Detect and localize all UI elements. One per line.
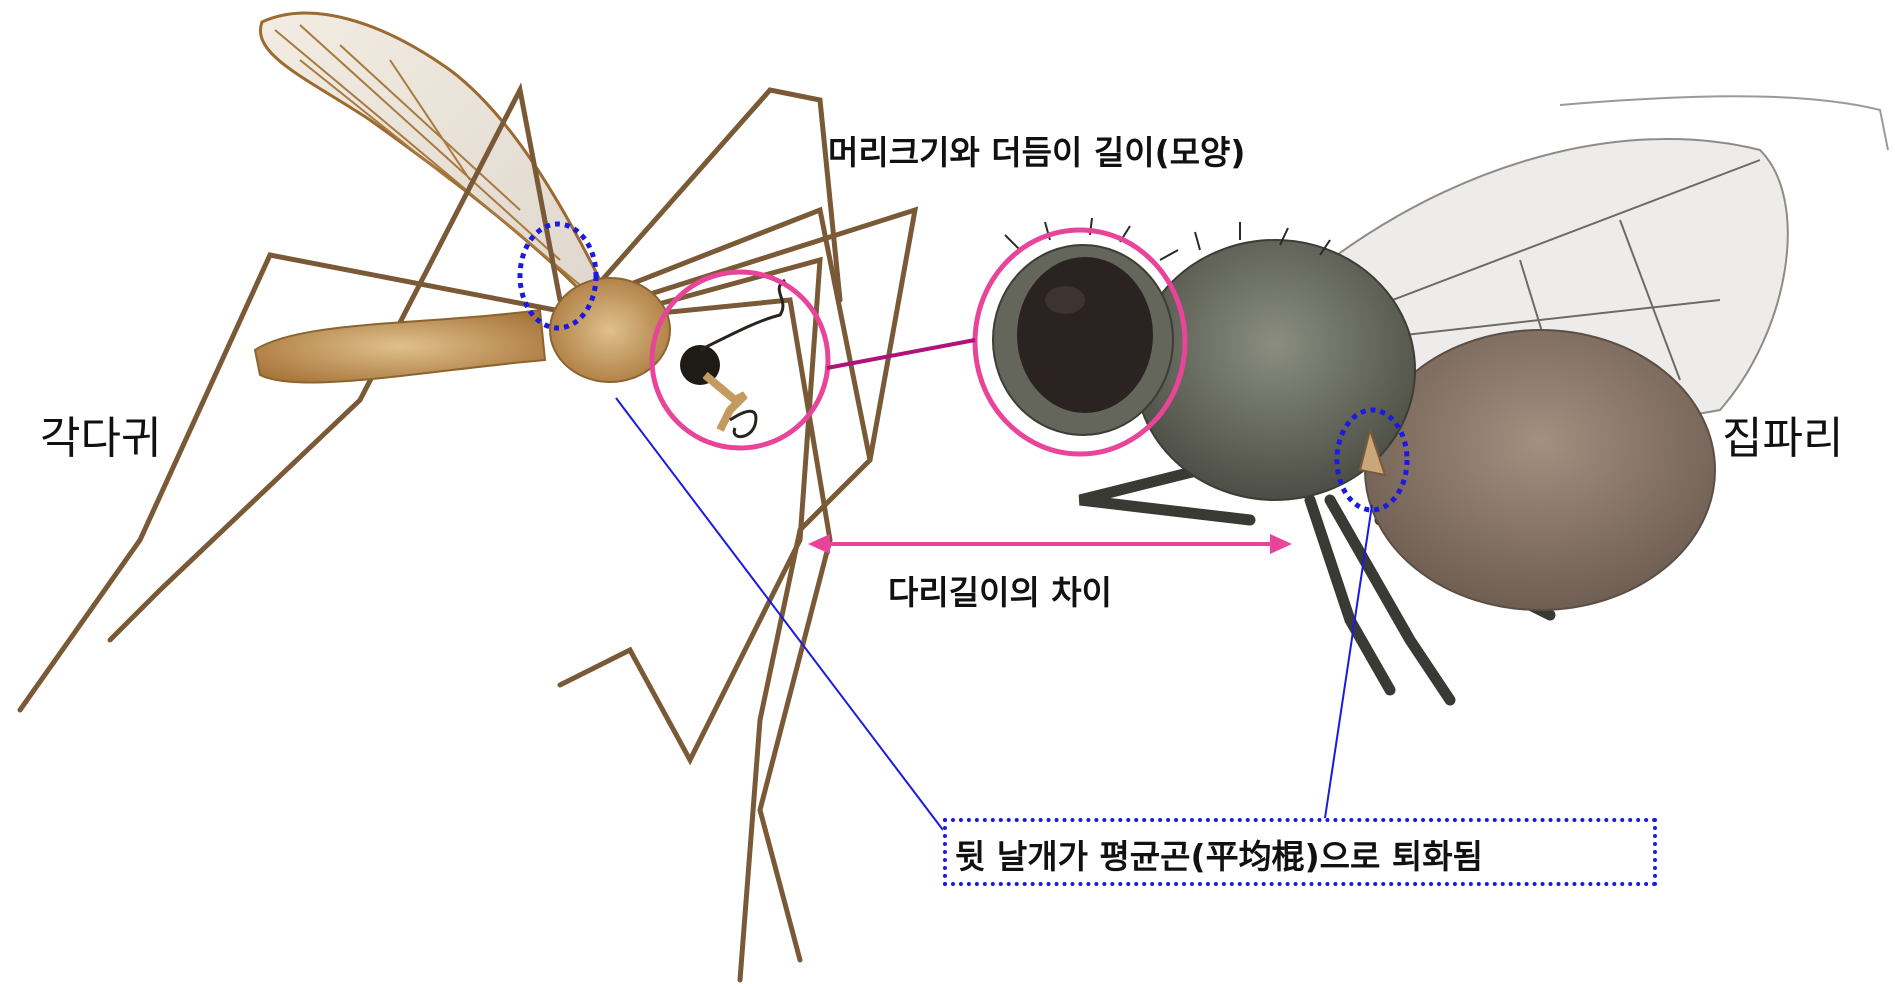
halter-callout-box xyxy=(943,818,1657,886)
head-connector-line xyxy=(826,338,976,370)
house-fly-label: 집파리 xyxy=(1722,413,1844,464)
halter xyxy=(1358,426,1387,477)
crane-fly-label: 각다귀 xyxy=(40,413,162,464)
crane-thorax xyxy=(549,277,671,383)
crane-fly-illustration xyxy=(17,11,919,983)
house-fly-abdomen xyxy=(1364,329,1716,611)
halter-callout-label: 뒷 날개가 평균곤(平均棍)으로 퇴화됨 xyxy=(955,837,1483,876)
compound-eye xyxy=(1017,257,1153,413)
crane-abdomen xyxy=(253,308,547,384)
head-comparison-label: 머리크기와 더듬이 길이(모양) xyxy=(828,133,1246,172)
house-fly-halter-pointer xyxy=(1324,504,1373,819)
crane-halter-marker xyxy=(517,221,599,331)
crane-halter-pointer xyxy=(615,397,944,831)
house-fly-halter-marker xyxy=(1334,407,1410,513)
leg-length-label: 다리길이의 차이 xyxy=(888,573,1113,612)
crane-head-circle xyxy=(649,269,831,451)
house-fly-illustration xyxy=(992,95,1889,706)
